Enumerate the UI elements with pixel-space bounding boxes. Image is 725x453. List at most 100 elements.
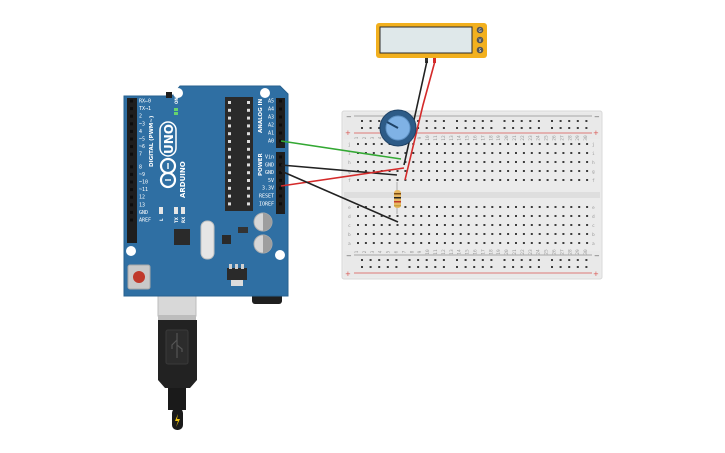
- breadboard-hole[interactable]: [546, 170, 549, 172]
- breadboard-hole[interactable]: [428, 206, 431, 208]
- breadboard-hole[interactable]: [554, 215, 557, 217]
- breadboard-hole[interactable]: [388, 242, 391, 244]
- digital-pin-hole[interactable]: [130, 122, 133, 126]
- breadboard-hole[interactable]: [499, 224, 502, 226]
- breadboard-hole[interactable]: [420, 143, 423, 145]
- breadboard-hole[interactable]: [530, 143, 533, 145]
- wires[interactable]: [280, 60, 436, 223]
- breadboard-hole[interactable]: [412, 179, 415, 181]
- breadboard-rail-hole[interactable]: [529, 127, 532, 129]
- breadboard-hole[interactable]: [357, 224, 359, 226]
- breadboard-hole[interactable]: [372, 233, 375, 235]
- breadboard-hole[interactable]: [380, 224, 383, 226]
- breadboard-hole[interactable]: [554, 152, 557, 154]
- breadboard-rail-hole[interactable]: [576, 120, 579, 122]
- breadboard-rail-hole[interactable]: [520, 259, 523, 261]
- breadboard-hole[interactable]: [507, 242, 510, 244]
- breadboard-hole[interactable]: [554, 206, 557, 208]
- breadboard-hole[interactable]: [586, 179, 589, 181]
- breadboard-rail-hole[interactable]: [481, 127, 484, 129]
- analog-pin-hole[interactable]: [279, 131, 282, 135]
- breadboard-rail-hole[interactable]: [425, 266, 428, 268]
- breadboard-hole[interactable]: [396, 161, 399, 163]
- breadboard-hole[interactable]: [562, 179, 565, 181]
- breadboard-rail-hole[interactable]: [473, 120, 476, 122]
- breadboard-hole[interactable]: [404, 233, 407, 235]
- breadboard-rail-hole[interactable]: [481, 266, 484, 268]
- breadboard-hole[interactable]: [499, 170, 502, 172]
- breadboard-hole[interactable]: [538, 152, 541, 154]
- breadboard-rail-hole[interactable]: [464, 127, 467, 129]
- breadboard-hole[interactable]: [586, 143, 589, 145]
- breadboard-hole[interactable]: [364, 215, 367, 217]
- breadboard-hole[interactable]: [364, 233, 367, 235]
- breadboard-hole[interactable]: [467, 179, 470, 181]
- breadboard-hole[interactable]: [475, 242, 478, 244]
- breadboard-rail-hole[interactable]: [434, 127, 437, 129]
- breadboard-hole[interactable]: [475, 152, 478, 154]
- breadboard-hole[interactable]: [483, 143, 486, 145]
- breadboard-rail-hole[interactable]: [378, 120, 381, 122]
- breadboard-hole[interactable]: [467, 152, 470, 154]
- breadboard-rail-hole[interactable]: [520, 266, 523, 268]
- breadboard-hole[interactable]: [554, 224, 557, 226]
- breadboard-hole[interactable]: [443, 170, 446, 172]
- breadboard-hole[interactable]: [451, 206, 454, 208]
- breadboard-hole[interactable]: [404, 170, 407, 172]
- breadboard-hole[interactable]: [412, 233, 415, 235]
- breadboard-hole[interactable]: [578, 179, 581, 181]
- breadboard-rail-hole[interactable]: [378, 127, 381, 129]
- breadboard-hole[interactable]: [404, 206, 407, 208]
- breadboard-rail-hole[interactable]: [537, 259, 540, 261]
- breadboard-hole[interactable]: [428, 179, 431, 181]
- breadboard-hole[interactable]: [515, 143, 517, 145]
- breadboard-hole[interactable]: [491, 224, 494, 226]
- breadboard-hole[interactable]: [475, 206, 478, 208]
- analog-pin-hole[interactable]: [279, 115, 282, 119]
- breadboard-rail-hole[interactable]: [529, 259, 532, 261]
- breadboard-rail-hole[interactable]: [559, 266, 562, 268]
- breadboard-hole[interactable]: [372, 224, 375, 226]
- breadboard-hole[interactable]: [530, 152, 533, 154]
- breadboard-hole[interactable]: [404, 152, 407, 154]
- breadboard-hole[interactable]: [530, 161, 533, 163]
- breadboard-hole[interactable]: [570, 233, 573, 235]
- breadboard-hole[interactable]: [467, 242, 470, 244]
- breadboard-hole[interactable]: [428, 152, 431, 154]
- digital-pin-hole[interactable]: [130, 203, 133, 207]
- breadboard-hole[interactable]: [372, 170, 375, 172]
- breadboard-rail-hole[interactable]: [417, 266, 420, 268]
- breadboard-rail-hole[interactable]: [434, 120, 437, 122]
- breadboard-hole[interactable]: [483, 161, 486, 163]
- power-pin-hole[interactable]: [279, 155, 282, 159]
- breadboard-hole[interactable]: [436, 242, 438, 244]
- analog-pin-hole[interactable]: [279, 99, 282, 103]
- breadboard-rail-hole[interactable]: [369, 259, 372, 261]
- breadboard-hole[interactable]: [586, 215, 589, 217]
- breadboard-rail-hole[interactable]: [395, 266, 398, 268]
- breadboard-hole[interactable]: [562, 152, 565, 154]
- breadboard-rail-hole[interactable]: [537, 120, 540, 122]
- breadboard-hole[interactable]: [499, 152, 502, 154]
- sensor-module[interactable]: G V S: [376, 23, 487, 63]
- breadboard-rail-hole[interactable]: [417, 259, 420, 261]
- breadboard-rail-hole[interactable]: [490, 266, 493, 268]
- breadboard-hole[interactable]: [570, 242, 573, 244]
- digital-pin-hole[interactable]: [130, 180, 133, 184]
- breadboard-rail-hole[interactable]: [559, 259, 562, 261]
- power-pin-hole[interactable]: [279, 186, 282, 190]
- breadboard-hole[interactable]: [396, 215, 399, 217]
- breadboard-holes[interactable]: [357, 120, 589, 268]
- breadboard-hole[interactable]: [459, 179, 462, 181]
- breadboard-hole[interactable]: [357, 179, 359, 181]
- breadboard-rail-hole[interactable]: [568, 266, 571, 268]
- breadboard-hole[interactable]: [451, 152, 454, 154]
- breadboard-rail-hole[interactable]: [512, 259, 515, 261]
- breadboard[interactable]: − + − + − + − + j i h g f e d c b a j i …: [341, 110, 603, 280]
- breadboard-hole[interactable]: [491, 143, 494, 145]
- breadboard-hole[interactable]: [546, 161, 549, 163]
- breadboard-rail-hole[interactable]: [529, 266, 532, 268]
- breadboard-hole[interactable]: [562, 242, 565, 244]
- breadboard-hole[interactable]: [515, 206, 517, 208]
- breadboard-rail-hole[interactable]: [537, 127, 540, 129]
